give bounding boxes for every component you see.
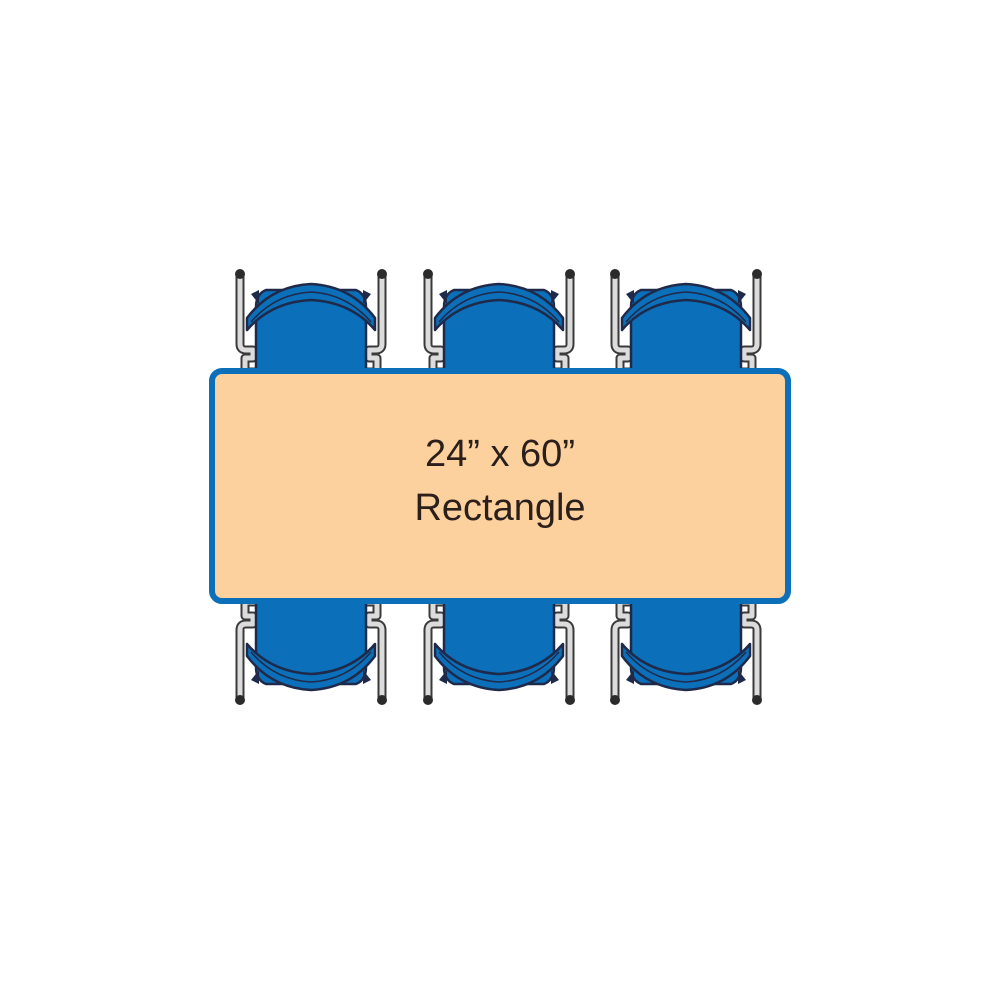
chair-top-center: [423, 269, 575, 377]
chair-top-left: [235, 269, 387, 377]
chair-bottom-center: [423, 597, 575, 705]
chair-bottom-left: [235, 597, 387, 705]
table-top: [209, 368, 791, 604]
chair-top-right: [610, 269, 762, 377]
chair-bottom-right: [610, 597, 762, 705]
table-shape-label: Rectangle: [414, 487, 585, 529]
table-size-label: 24” x 60”: [425, 433, 575, 475]
